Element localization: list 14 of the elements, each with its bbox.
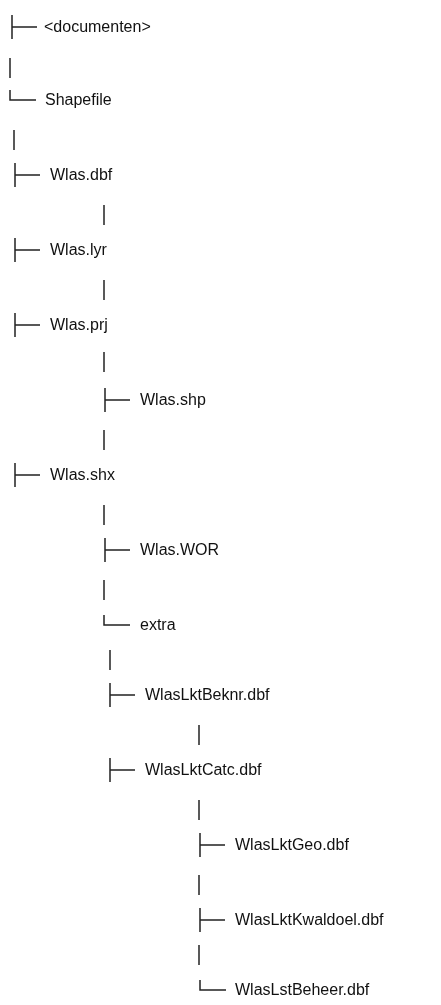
file-name: WlasLstBeheer.dbf bbox=[235, 980, 370, 1000]
file-name: <documenten> bbox=[44, 17, 151, 37]
file-name: Wlas.shp bbox=[140, 390, 206, 410]
file-name: extra bbox=[140, 615, 176, 635]
file-name: Shapefile bbox=[45, 90, 112, 110]
file-name: Wlas.dbf bbox=[50, 165, 113, 185]
file-name: Wlas.WOR bbox=[140, 540, 220, 560]
file-name: WlasLktBeknr.dbf bbox=[145, 685, 270, 705]
file-name: Wlas.prj bbox=[50, 315, 108, 335]
file-name: Wlas.shx bbox=[50, 465, 115, 485]
file-name: WlasLktGeo.dbf bbox=[235, 835, 349, 855]
file-name: WlasLktKwaldoel.dbf bbox=[235, 910, 384, 930]
file-name: Wlas.lyr bbox=[50, 240, 107, 260]
file-name: WlasLktCatc.dbf bbox=[145, 760, 262, 780]
